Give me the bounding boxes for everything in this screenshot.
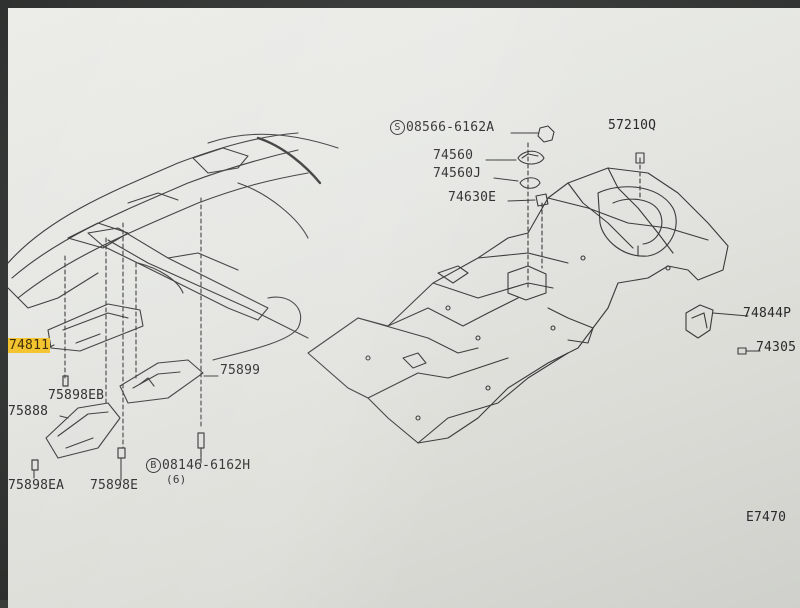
label-74844P: 74844P (743, 306, 792, 321)
label-74560: 74560 (433, 148, 474, 163)
marker-b-icon: B (146, 458, 161, 473)
label-57210Q: 57210Q (608, 118, 657, 133)
label-75898EB: 75898EB (48, 388, 105, 403)
jack-stack-parts-drawing (485, 125, 645, 207)
marker-s-icon: S (390, 120, 405, 135)
label-75898EA: 75898EA (8, 478, 65, 493)
rear-body-section-drawing (8, 132, 339, 449)
clips-drawing (31, 375, 205, 471)
label-bottom-bolt-text: 08146-6162H (162, 458, 251, 473)
label-74305: 74305 (756, 340, 797, 355)
bracket-74844P-drawing (685, 304, 761, 355)
label-bottom-bolt-qty: (6) (166, 473, 187, 486)
left-leader-lines (33, 344, 219, 481)
undercover-74811-drawing (47, 303, 144, 352)
label-74560J: 74560J (433, 166, 482, 181)
floor-panel-drawing (307, 142, 729, 444)
label-74630E: 74630E (448, 190, 497, 205)
label-74811-highlighted: 74811 (8, 338, 51, 353)
floor-panel-diagram (8, 125, 761, 481)
panel-75888-drawing (45, 402, 121, 459)
panel-75899-drawing (119, 359, 204, 404)
label-75888: 75888 (8, 404, 49, 419)
figure-code: E7470 (746, 510, 787, 525)
label-75898E: 75898E (90, 478, 139, 493)
label-75899: 75899 (220, 363, 261, 378)
label-top-bolt-text: 08566-6162A (406, 120, 495, 135)
